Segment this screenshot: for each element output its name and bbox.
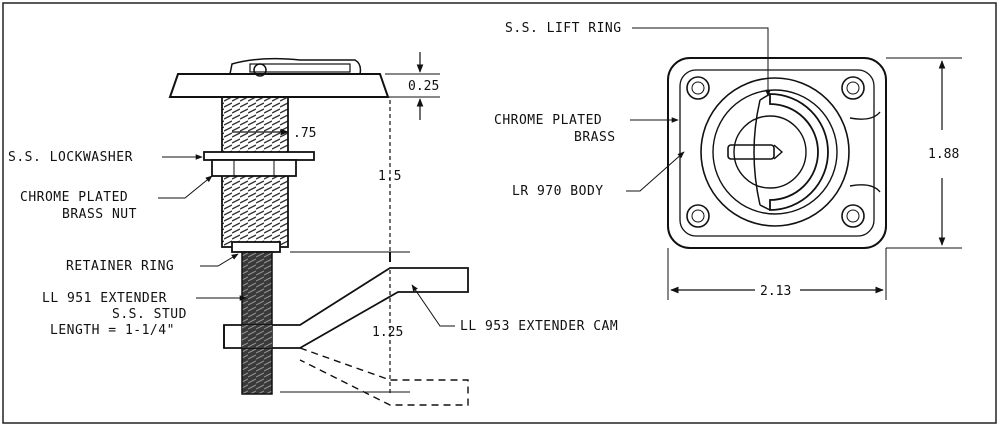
- bowl-mid: [712, 89, 838, 215]
- label-extender-line2: S.S. STUD: [112, 307, 187, 322]
- extender-stud: [241, 251, 273, 395]
- dim-flange-height: 0.25: [408, 79, 439, 94]
- lockwasher: [203, 151, 315, 161]
- dim-thread-dia: .75: [293, 126, 316, 141]
- bowl-outer: [700, 77, 850, 227]
- mount-hole-bl: [686, 204, 710, 228]
- top-labels: S.S. LIFT RING CHROME PLATED BRASS LR 97…: [494, 21, 771, 199]
- label-extender-line1: LL 951 EXTENDER: [42, 291, 167, 306]
- label-extender-line3: LENGTH = 1-1/4": [50, 323, 175, 338]
- top-dimensions: 1.88 2.13: [667, 57, 962, 300]
- body-plate-outer: [667, 57, 887, 249]
- lift-ring: [769, 93, 829, 211]
- retainer-ring: [231, 241, 281, 253]
- cam-key: [727, 144, 775, 160]
- brass-nut: [211, 159, 297, 177]
- extender-cam-alt: [299, 347, 469, 406]
- top-view: [667, 57, 887, 249]
- label-nut-line2: BRASS NUT: [62, 207, 137, 222]
- label-chrome-brass-line1: CHROME PLATED: [494, 113, 602, 128]
- dim-cam-offset: 1.25: [372, 325, 403, 340]
- mount-hole-tr: [841, 76, 865, 100]
- label-retainer: RETAINER RING: [66, 259, 174, 274]
- label-cam: LL 953 EXTENDER CAM: [460, 319, 618, 334]
- label-nut-line1: CHROME PLATED: [20, 190, 128, 205]
- mount-hole-tl: [686, 76, 710, 100]
- mount-hole-br: [841, 204, 865, 228]
- flange: [168, 73, 390, 98]
- dim-plate-width: 2.13: [760, 284, 791, 299]
- dim-plate-height: 1.88: [928, 147, 959, 162]
- side-view: [168, 57, 469, 406]
- side-dimensions: 0.25 1.5 .75 1.25: [232, 52, 440, 395]
- label-lift-ring: S.S. LIFT RING: [505, 21, 622, 36]
- label-chrome-brass-line2: BRASS: [574, 130, 616, 145]
- label-lockwasher: S.S. LOCKWASHER: [8, 150, 133, 165]
- dim-stud-length: 1.5: [378, 169, 401, 184]
- label-body: LR 970 BODY: [512, 184, 604, 199]
- cam-hub: [733, 115, 807, 189]
- side-labels: S.S. LOCKWASHER CHROME PLATED BRASS NUT …: [8, 150, 618, 338]
